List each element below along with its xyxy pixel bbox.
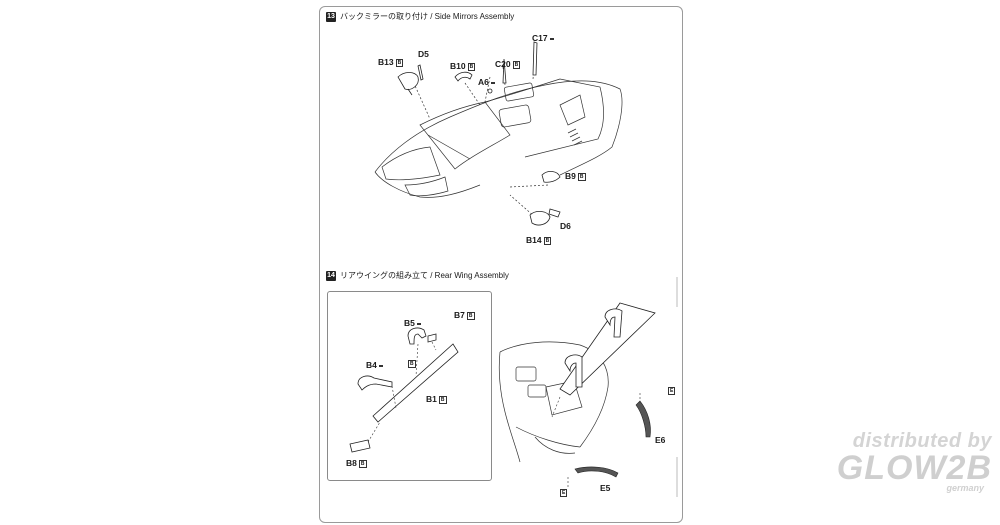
label-e5: E5 (600, 483, 611, 493)
wing-parts-drawing (349, 327, 459, 453)
label-a6-tag (490, 81, 495, 84)
step-13-title: バックミラーの取り付け / Side Mirrors Assembly (340, 12, 515, 21)
label-b5-tag (416, 322, 421, 325)
label-a6: A6 (478, 77, 495, 87)
label-d5: D5 (418, 49, 429, 59)
label-b14-tag: B (543, 236, 552, 245)
car-top-drawing (374, 41, 623, 226)
label-c17-text: C17 (532, 33, 548, 43)
label-b10-tag: B (467, 62, 476, 71)
watermark-line-3: germany (946, 483, 984, 493)
label-b8-tag: B (358, 459, 367, 468)
label-b13-text: B13 (378, 57, 394, 67)
watermark-line-1: distributed by (852, 430, 992, 452)
label-d6: D6 (560, 221, 571, 231)
label-b9-text: B9 (565, 171, 576, 181)
label-b7-tag: B (466, 311, 475, 320)
label-b4: B4 (366, 360, 383, 370)
label-b10-text: B10 (450, 61, 466, 71)
edge-ticks (676, 277, 678, 497)
step-14-title: リアウイングの組み立て / Rear Wing Assembly (340, 271, 509, 280)
label-b4-text: B4 (366, 360, 377, 370)
label-b1-text: B1 (426, 394, 437, 404)
label-c17-tag (549, 37, 554, 40)
label-b13-tag: B (395, 58, 404, 67)
label-b7-text: B7 (454, 310, 465, 320)
label-b5: B5 (404, 318, 421, 328)
label-b8-text: B8 (346, 458, 357, 468)
label-e5-tag-text: E (560, 488, 568, 497)
label-b14-text: B14 (526, 235, 542, 245)
label-b4-tag (378, 364, 383, 367)
label-c17: C17 (532, 33, 554, 43)
label-e6: E6 (655, 435, 666, 445)
label-a6-text: A6 (478, 77, 489, 87)
step-13-number: 13 (326, 11, 336, 22)
label-b5-text: B5 (404, 318, 415, 328)
step-14-header: 14 リアウイングの組み立て / Rear Wing Assembly (326, 270, 509, 281)
step-13-header: 13 バックミラーの取り付け / Side Mirrors Assembly (326, 11, 514, 22)
label-e6-tag-text: E (668, 386, 676, 395)
rear-car-drawing (498, 302, 656, 489)
label-b-small-tag: B (408, 359, 416, 368)
label-c20-text: C20 (495, 59, 511, 69)
label-b-small: B (406, 358, 416, 368)
label-b9-tag: B (577, 172, 586, 181)
label-e6-tag: E (666, 385, 676, 395)
label-b1-tag: B (438, 395, 447, 404)
watermark-logo: GLOW2B (836, 449, 992, 487)
label-c20-tag: B (512, 60, 521, 69)
instruction-sheet: 13 バックミラーの取り付け / Side Mirrors Assembly (319, 6, 683, 523)
step-14-number: 14 (326, 270, 336, 281)
distributor-watermark: distributed by GLOW2B germany (812, 430, 992, 493)
label-e5-tag: E (558, 487, 568, 497)
